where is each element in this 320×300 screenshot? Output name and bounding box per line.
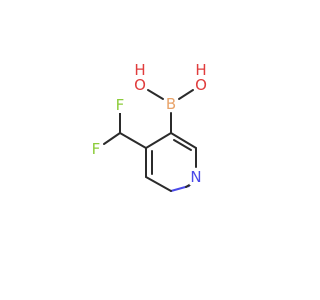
bond-c5-chf2: [119, 132, 147, 149]
bond-b-ohleft: [147, 89, 164, 100]
bond-chf2-fleft: [103, 132, 121, 145]
boron-label: B: [166, 95, 176, 113]
ftop-bg: [114, 97, 126, 113]
bond-b-ohright: [178, 89, 194, 100]
bond-c4-c3: [145, 132, 172, 149]
oright-bg: [194, 77, 208, 93]
bond-c6-c5: [145, 176, 172, 192]
oleft-bg: [133, 77, 147, 93]
nitrogen-label: N: [190, 168, 201, 186]
bond-c3-c2-double: [173, 139, 192, 151]
molecule-diagram: F F O H O H B N: [90, 61, 208, 192]
fluorine-left-label: F: [92, 140, 101, 158]
hydrogen-left-label: H: [134, 61, 145, 79]
hydrogen-right-label: H: [195, 61, 206, 79]
fluorine-top-label: F: [116, 96, 125, 114]
nitrogen-bg: [189, 169, 203, 185]
oxygen-right-label: O: [195, 76, 207, 94]
boron-bg: [165, 96, 177, 112]
structure-svg: F F O H O H B N: [90, 61, 208, 192]
fleft-bg: [90, 141, 102, 157]
bond-c3-c2: [170, 132, 197, 149]
oxygen-left-label: O: [134, 76, 146, 94]
